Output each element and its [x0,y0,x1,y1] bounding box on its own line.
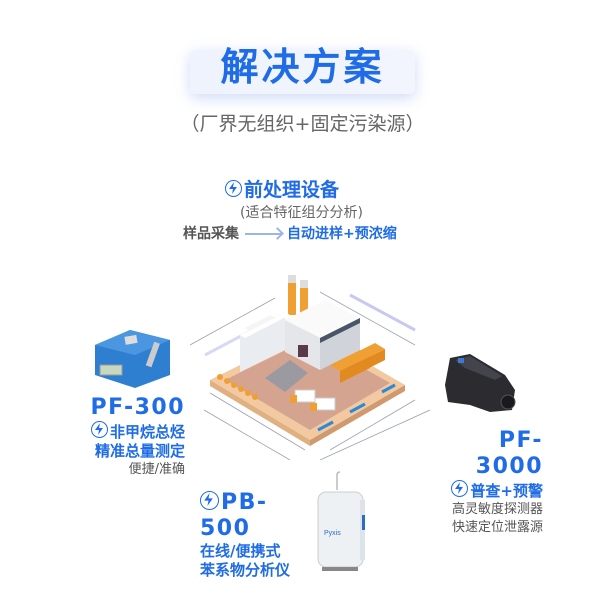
pb500-device-image: Pyxis [317,471,365,571]
product-note: 便捷/准确 [128,462,185,477]
lightning-circle-icon [200,491,219,510]
pretreatment-flow: 样品采集 自动进样+预浓缩 [183,224,397,244]
product-code: PF-300 [90,395,185,420]
device-label: Pyxis [324,530,341,537]
product-line1: 普查+预警 [470,482,543,500]
flow-from: 样品采集 [183,226,239,242]
page-subtitle: （厂界无组织+固定污染源） [180,113,425,135]
product-line2: 苯系物分析仪 [200,561,291,579]
flow-to: 自动进样+预浓缩 [287,226,397,242]
product-note1: 高灵敏度探测器 [451,502,543,517]
product-line2: 精准总量测定 [94,442,185,460]
lightning-circle-icon [451,480,469,497]
pretreatment-subtitle: (适合特征组分分析) [240,205,363,221]
pf3000-device-image [445,354,516,412]
product-pf300: PF-300 非甲烷总烃 精准总量测定 便捷/准确 [80,395,185,479]
product-code: PF-3000 [475,428,543,479]
pf300-device-image [95,330,170,388]
page-title: 解决方案 [220,45,385,89]
lightning-circle-icon [90,421,108,438]
title-background [190,50,415,94]
factory-illustration [190,275,430,460]
product-line1: 非甲烷总烃 [109,423,185,441]
product-code: PB-500 [200,490,268,541]
product-note2: 快速定位泄露源 [451,520,543,535]
product-line1: 在线/便携式 [200,542,281,560]
pretreatment-title: 前处理设备 [225,178,339,202]
lightning-circle-icon [225,180,242,197]
arrow-right-icon [245,233,281,235]
product-pb500: PB-500 在线/便携式 苯系物分析仪 [200,490,310,580]
product-pf3000: PF-3000 普查+预警 高灵敏度探测器 快速定位泄露源 [433,428,543,537]
